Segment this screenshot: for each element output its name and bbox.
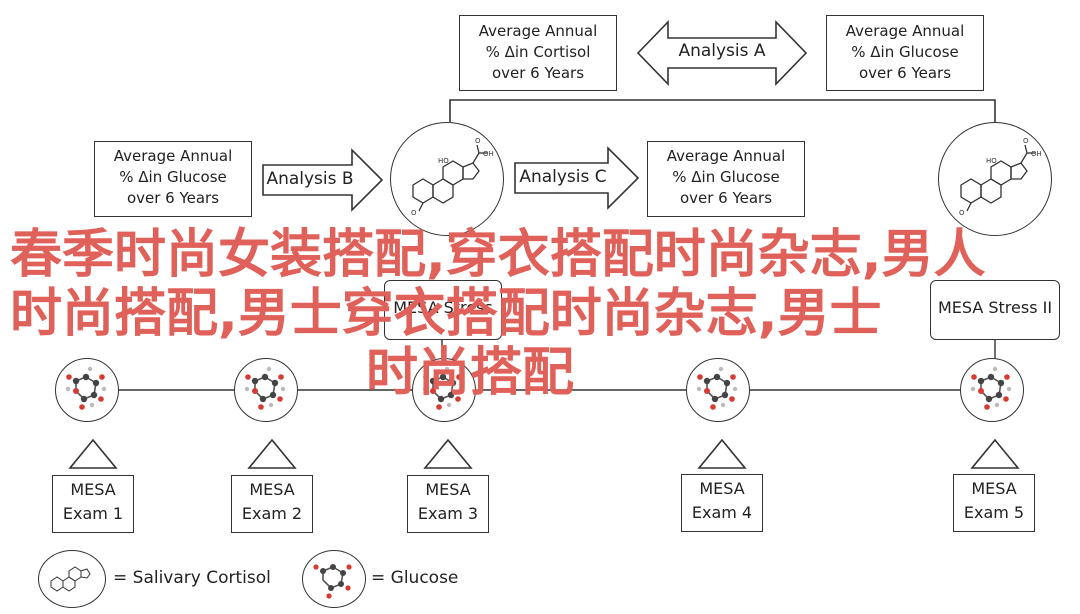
- exam-5-line-1: MESA: [971, 479, 1017, 498]
- mesa-exam-2-box: MESA Exam 2: [231, 475, 313, 533]
- glucose-molecule-icon-1: [55, 358, 119, 422]
- glucose-molecule-icon-5: [960, 358, 1024, 422]
- exam-2-line-2: Exam 2: [241, 504, 303, 523]
- watermark-line-1: 春季时尚女装搭配,穿衣搭配时尚杂志,男人时尚搭配,男士穿衣搭配时尚杂志,男士: [10, 225, 986, 344]
- svg-text:O: O: [411, 209, 417, 217]
- glucose-top-line-1: Average Annual: [845, 22, 965, 40]
- svg-text:OH: OH: [483, 150, 494, 158]
- triangle-exam-3: [423, 438, 473, 469]
- glucose-change-top-box: Average Annual % Δin Glucose over 6 Year…: [826, 15, 984, 91]
- exam-3-line-1: MESA: [425, 480, 471, 499]
- analysis-b-label: Analysis B: [266, 169, 354, 189]
- mesa-exam-5-box: MESA Exam 5: [953, 474, 1035, 532]
- mid-box-line-3: over 6 Years: [679, 189, 773, 207]
- analysis-c-arrow: [514, 146, 640, 210]
- glucose-molecule-icon-2: [234, 358, 298, 422]
- exam-5-line-2: Exam 5: [963, 503, 1025, 522]
- legend-glucose-icon: [302, 550, 366, 608]
- left-glucose-box: Average Annual % Δin Glucose over 6 Year…: [94, 141, 252, 217]
- analysis-b-arrow: [262, 148, 384, 212]
- triangle-exam-2: [247, 438, 297, 469]
- triangle-exam-4: [697, 438, 747, 469]
- mesa-stress-box: MESA Stress: [384, 280, 502, 340]
- exam-2-line-1: MESA: [249, 480, 295, 499]
- svg-text:O: O: [1023, 137, 1029, 145]
- glucose-top-line-3: over 6 Years: [858, 64, 952, 82]
- cortisol-box-line-1: Average Annual: [478, 22, 598, 40]
- cortisol-box-line-2: % Δin Cortisol: [485, 43, 591, 61]
- left-box-line-3: over 6 Years: [126, 189, 220, 207]
- exam-1-line-2: Exam 1: [62, 504, 124, 523]
- legend-cortisol-label: = Salivary Cortisol: [113, 568, 271, 588]
- glucose-top-line-2: % Δin Glucose: [851, 43, 959, 61]
- exam-1-line-1: MESA: [70, 480, 116, 499]
- svg-text:O: O: [475, 137, 481, 145]
- svg-text:O: O: [959, 209, 965, 217]
- exam-4-line-1: MESA: [699, 479, 745, 498]
- cortisol-change-box: Average Annual % Δin Cortisol over 6 Yea…: [459, 15, 617, 91]
- mesa-exam-1-box: MESA Exam 1: [52, 475, 134, 533]
- mesa-stress-ii-box: MESA Stress II: [930, 280, 1060, 340]
- glucose-molecule-icon-3: [412, 358, 476, 422]
- analysis-a-arrow: [636, 20, 808, 86]
- triangle-exam-1: [68, 438, 118, 469]
- watermark-line-2: 时尚搭配: [365, 343, 574, 403]
- mid-glucose-box: Average Annual % Δin Glucose over 6 Year…: [647, 141, 805, 217]
- triangle-exam-5: [970, 438, 1020, 469]
- mid-box-line-1: Average Annual: [666, 147, 786, 165]
- exam-4-line-2: Exam 4: [691, 503, 753, 522]
- analysis-a-label: Analysis A: [678, 41, 766, 61]
- left-box-line-2: % Δin Glucose: [119, 168, 227, 186]
- legend-glucose-label: = Glucose: [371, 568, 459, 588]
- mesa-exam-4-box: MESA Exam 4: [681, 474, 763, 532]
- top-bracket: [449, 99, 996, 122]
- mesa-exam-3-box: MESA Exam 3: [407, 475, 489, 533]
- svg-text:HO: HO: [438, 157, 449, 165]
- svg-text:OH: OH: [1031, 150, 1042, 158]
- cortisol-box-line-3: over 6 Years: [491, 64, 585, 82]
- watermark-text: 春季时尚女装搭配,穿衣搭配时尚杂志,男人时尚搭配,男士穿衣搭配时尚杂志,男士 时…: [10, 226, 1010, 403]
- left-box-line-1: Average Annual: [113, 147, 233, 165]
- svg-text:HO: HO: [986, 157, 997, 165]
- exam-3-line-2: Exam 3: [417, 504, 479, 523]
- analysis-c-label: Analysis C: [519, 167, 607, 187]
- mid-box-line-2: % Δin Glucose: [672, 168, 780, 186]
- legend-cortisol-icon: [38, 550, 106, 608]
- glucose-molecule-icon-4: [686, 358, 750, 422]
